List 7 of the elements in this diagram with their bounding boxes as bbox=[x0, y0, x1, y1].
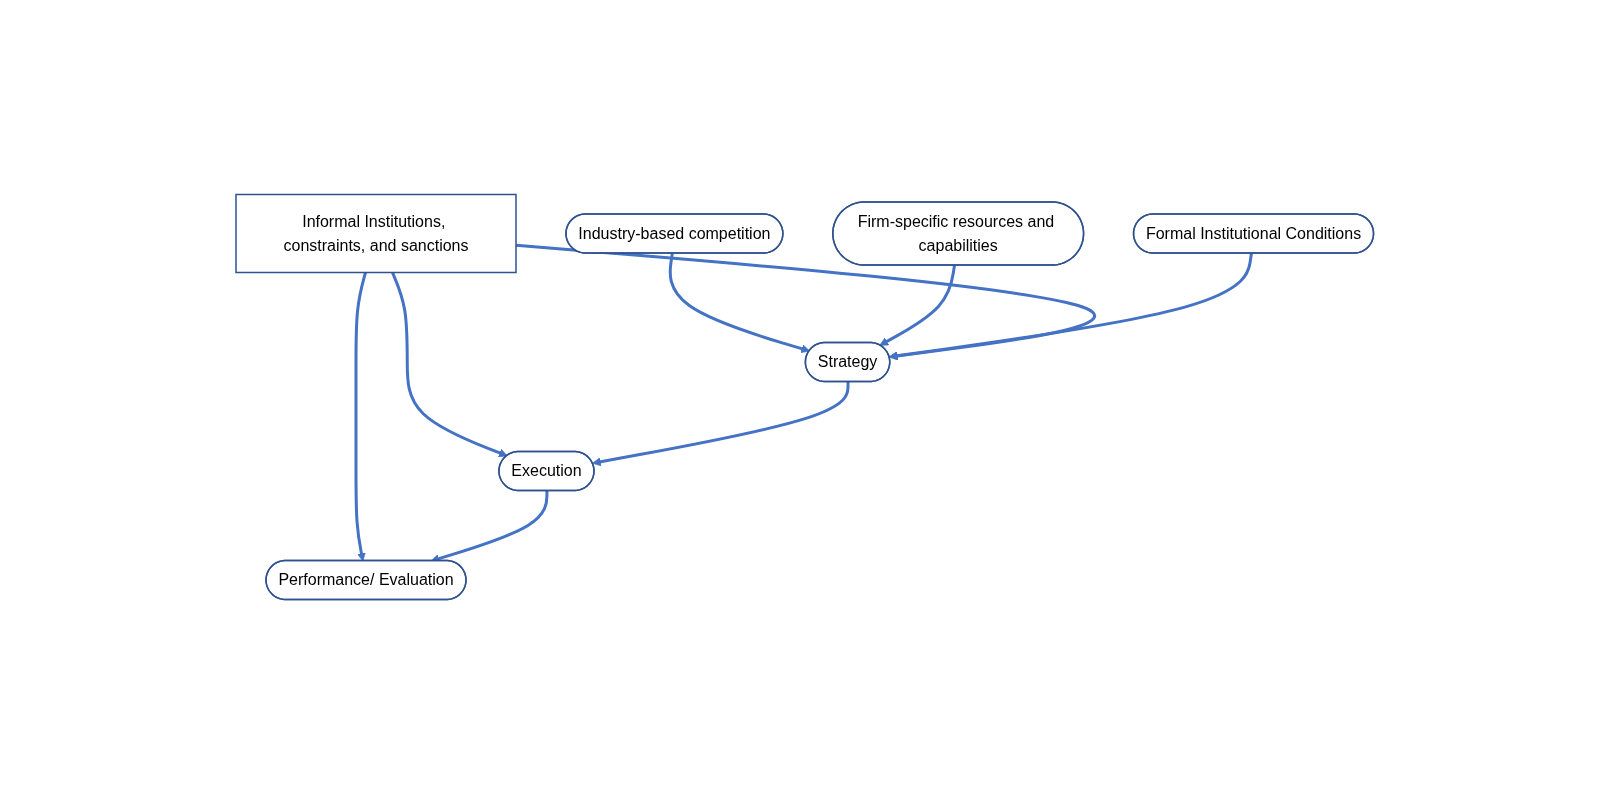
node-box: Informal Institutions, constraints, and sanctions bbox=[235, 193, 517, 274]
arrow bbox=[515, 243, 1096, 361]
arrow bbox=[879, 265, 956, 346]
arrow bbox=[668, 253, 810, 353]
arrow bbox=[591, 381, 850, 467]
arrow bbox=[390, 271, 508, 458]
arrow bbox=[354, 272, 367, 562]
